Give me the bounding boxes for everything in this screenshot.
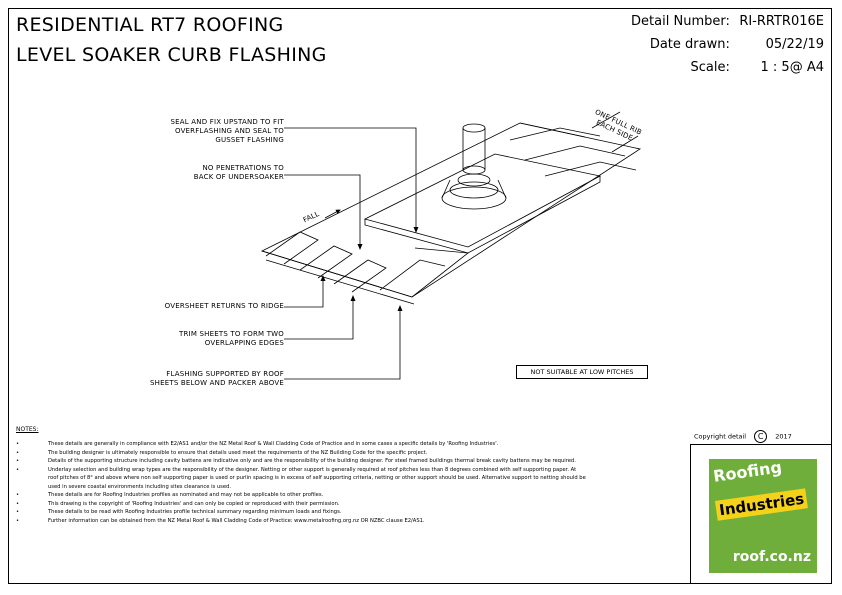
leader-trim — [284, 300, 354, 340]
pipe — [462, 128, 486, 170]
leader-oversheet — [284, 280, 324, 308]
list-item: This drawing is the copyright of 'Roofin… — [16, 500, 586, 509]
detail-number-label: Detail Number: — [631, 14, 730, 29]
list-item: Details of the supporting structure incl… — [16, 457, 586, 466]
soaker-tray — [363, 153, 602, 248]
list-item: The building designer is ultimately resp… — [16, 449, 586, 458]
logo-word-roofing: Roofing — [712, 457, 783, 486]
not-suitable-note: NOT SUITABLE AT LOW PITCHES — [516, 365, 648, 379]
list-item: These details are for Roofing Industries… — [16, 491, 586, 500]
date-drawn: Date drawn: 05/22/19 — [650, 37, 824, 52]
pipe-top — [462, 123, 486, 133]
list-item: Underlay selection and building wrap typ… — [16, 466, 586, 492]
date-drawn-label: Date drawn: — [649, 37, 730, 52]
callout-seal: SEAL AND FIX UPSTAND TO FIT OVERFLASHING… — [170, 118, 284, 144]
callout-trim-sheets: TRIM SHEETS TO FORM TWO OVERLAPPING EDGE… — [179, 330, 284, 347]
copyright-year: 2017 — [775, 432, 792, 441]
scale: Scale: 1 : 5@ A4 — [691, 60, 825, 75]
notes-list: These details are generally in complianc… — [16, 440, 586, 525]
logo-box: Roofing Industries roof.co.nz — [690, 444, 832, 584]
callout-no-penetrations: NO PENETRATIONS TO BACK OF UNDERSOAKER — [193, 164, 284, 181]
leader-no-pen — [284, 174, 361, 245]
leader-seal — [284, 127, 417, 228]
copyright-icon: C — [754, 430, 768, 443]
detail-number: Detail Number: RI-RRTR016E — [631, 14, 824, 29]
callout-oversheet: OVERSHEET RETURNS TO RIDGE — [164, 302, 284, 310]
detail-number-value: RI-RRTR016E — [739, 14, 824, 29]
roofing-industries-logo: Roofing Industries roof.co.nz — [709, 457, 817, 573]
copyright-label: Copyright detail — [694, 432, 747, 441]
list-item: Further information can be obtained from… — [16, 517, 586, 526]
title-line-1: RESIDENTIAL RT7 ROOFING — [16, 14, 284, 36]
date-drawn-value: 05/22/19 — [765, 37, 824, 52]
rib-left-1 — [265, 231, 319, 265]
copyright: Copyright detail C 2017 — [694, 430, 792, 443]
rib-upper-3 — [544, 161, 637, 177]
title-line-2: LEVEL SOAKER CURB FLASHING — [16, 44, 327, 66]
rib-left-2 — [299, 245, 353, 279]
rib-upper-1 — [509, 127, 601, 141]
drawing-frame — [8, 8, 832, 584]
callout-flashing-supported: FLASHING SUPPORTED BY ROOF SHEETS BELOW … — [150, 370, 284, 387]
list-item: These details to be read with Roofing In… — [16, 508, 586, 517]
rib-left-3 — [333, 259, 387, 293]
scale-label: Scale: — [690, 60, 730, 75]
notes-title: NOTES: — [16, 426, 39, 433]
scale-value: 1 : 5@ A4 — [760, 60, 824, 75]
leader-flashing — [284, 310, 401, 380]
list-item: These details are generally in complianc… — [16, 440, 586, 449]
logo-url: roof.co.nz — [732, 549, 811, 565]
roof-sheet-outline — [260, 122, 642, 298]
rib-upper-2 — [524, 145, 626, 161]
logo-word-industries: Industries — [715, 488, 809, 521]
